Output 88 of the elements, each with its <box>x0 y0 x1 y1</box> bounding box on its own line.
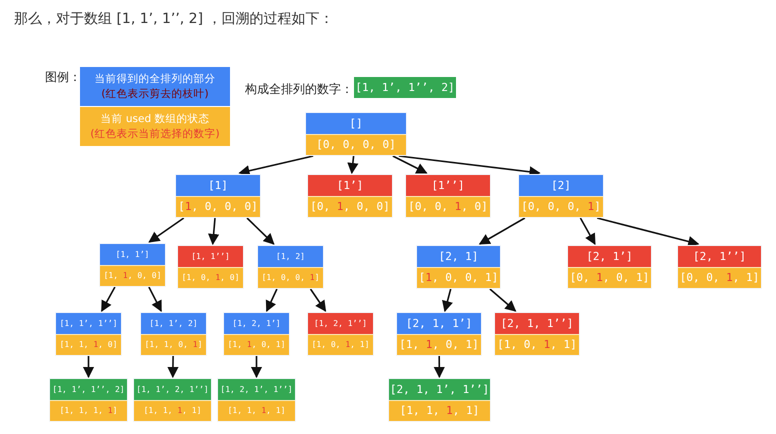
state-band: [1, 0, 0, 1] <box>258 267 323 288</box>
tree-node <box>140 312 207 356</box>
state-band: [1, 1, 1, 1] <box>389 400 490 421</box>
state-band: [0, 0, 1, 0] <box>406 196 490 217</box>
tree-node <box>223 312 290 356</box>
path-band: [1, 1’, 2, 1’’] <box>134 379 211 400</box>
state-band: [1, 0, 0, 0] <box>176 196 260 217</box>
path-band: [1, 2, 1’’] <box>308 313 373 334</box>
arrow <box>310 288 326 312</box>
arrow <box>82 356 94 378</box>
arrow <box>392 155 428 174</box>
tree-node <box>133 378 212 422</box>
tree-node <box>388 378 491 422</box>
state-band: [0, 0, 1, 1] <box>678 267 761 288</box>
state-band: [1, 1, 0, 1] <box>141 334 206 355</box>
tree-node <box>494 312 580 356</box>
state-band: [1, 1, 1, 1] <box>50 400 127 421</box>
arrow <box>478 217 526 245</box>
caption-text: 构成全排列的数字： <box>245 81 353 98</box>
tree-node <box>677 245 762 289</box>
arrow <box>148 286 162 312</box>
arrow <box>347 156 358 174</box>
tree-node <box>307 312 374 356</box>
tree-node <box>307 174 393 218</box>
legend-box: 当前得到的全排列的部分 (红色表示剪去的枝叶) <box>80 67 230 106</box>
arrow <box>266 288 278 312</box>
path-band: [2, 1, 1’] <box>397 313 481 334</box>
arrow <box>580 218 596 245</box>
path-band: [1, 1’, 2] <box>141 313 206 334</box>
digits-chip: [1, 1’, 1’’, 2] <box>354 77 456 98</box>
state-band: [1, 0, 1, 1] <box>308 334 373 355</box>
path-band: [2, 1’] <box>568 246 651 267</box>
tree-node <box>257 245 324 289</box>
tree-node <box>49 378 128 422</box>
state-band: [1, 0, 1, 1] <box>495 334 579 355</box>
arrow <box>250 356 262 378</box>
tree-node <box>217 378 296 422</box>
heading: 那么，对于数组 [1, 1’, 1’’, 2] ，回溯的过程如下： <box>14 10 334 28</box>
tree-node <box>416 245 501 289</box>
tree-node <box>405 174 491 218</box>
path-band: [1’] <box>308 175 392 196</box>
path-band: [1] <box>176 175 260 196</box>
path-band: [1, 2, 1’] <box>224 313 289 334</box>
arrow <box>596 217 700 247</box>
state-band: [1, 1, 1, 1] <box>218 400 295 421</box>
arrow <box>489 288 516 312</box>
path-band: [2, 1] <box>417 246 500 267</box>
path-band: [2, 1, 1’’] <box>495 313 579 334</box>
tree-node <box>518 174 604 218</box>
path-band: [1, 1’] <box>100 244 165 265</box>
tree-node <box>175 174 261 218</box>
arrow <box>434 356 445 378</box>
arrow <box>442 288 453 312</box>
state-band: [0, 1, 0, 0] <box>308 196 392 217</box>
state-band: [0, 0, 0, 0] <box>306 134 406 155</box>
legend-box: 当前 used 数组的状态 (红色表示当前选择的数字) <box>80 107 230 146</box>
arrow <box>167 356 179 378</box>
state-band: [0, 1, 0, 1] <box>568 267 651 288</box>
state-band: [1, 0, 1, 0] <box>178 267 243 288</box>
tree-node <box>305 112 407 156</box>
arrow <box>101 286 116 312</box>
state-band: [0, 0, 0, 1] <box>519 196 603 217</box>
state-band: [1, 1, 0, 1] <box>224 334 289 355</box>
legend-title: 图例： <box>45 69 81 86</box>
tree-node <box>55 312 122 356</box>
state-band: [1, 1, 1, 1] <box>134 400 211 421</box>
tree-node <box>177 245 244 289</box>
path-band: [2, 1’’] <box>678 246 761 267</box>
path-band: [1’’] <box>406 175 490 196</box>
path-band: [2, 1, 1’, 1’’] <box>389 379 490 400</box>
tree-node <box>396 312 482 356</box>
state-band: [1, 1, 1, 0] <box>56 334 121 355</box>
path-band: [1, 1’, 1’’, 2] <box>50 379 127 400</box>
tree-node <box>99 243 166 287</box>
path-band: [1, 1’, 1’’] <box>56 313 121 334</box>
path-band: [1, 2, 1’, 1’’] <box>218 379 295 400</box>
state-band: [1, 1, 0, 0] <box>100 265 165 286</box>
tree-node <box>567 245 652 289</box>
path-band: [1, 2] <box>258 246 323 267</box>
path-band: [] <box>306 113 406 134</box>
path-band: [1, 1’’] <box>178 246 243 267</box>
arrow <box>148 217 184 243</box>
state-band: [1, 0, 0, 1] <box>417 267 500 288</box>
path-band: [2] <box>519 175 603 196</box>
arrow <box>208 218 220 246</box>
arrow <box>246 217 275 245</box>
state-band: [1, 1, 0, 1] <box>397 334 481 355</box>
arrow <box>238 155 314 176</box>
